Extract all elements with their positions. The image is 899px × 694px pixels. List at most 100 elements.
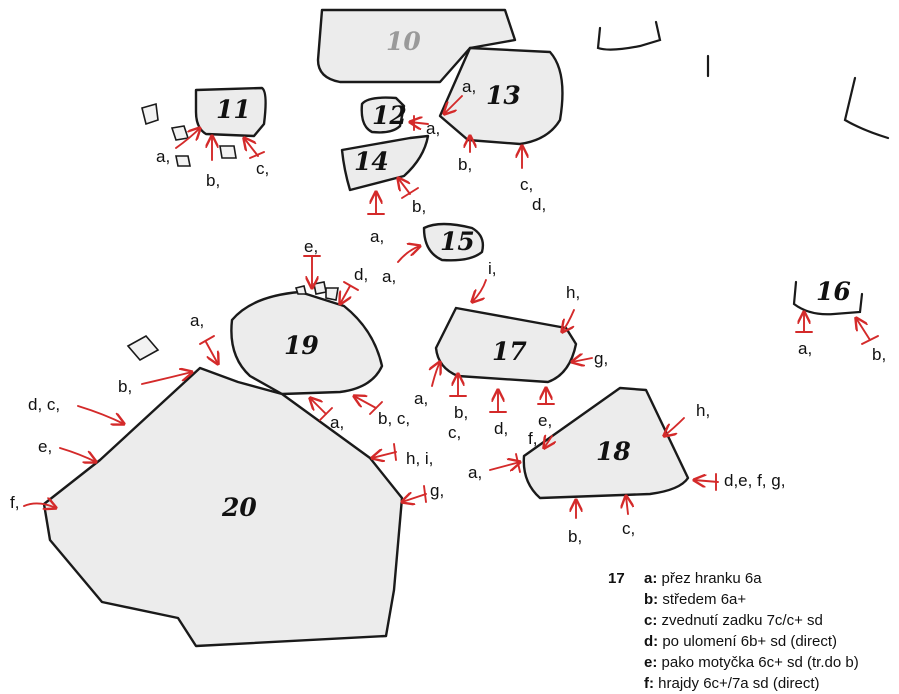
route-label: a, bbox=[190, 311, 204, 330]
route-arrow bbox=[515, 453, 521, 473]
route-label: f, bbox=[528, 429, 537, 448]
small-rock bbox=[219, 145, 237, 159]
route-label: i, bbox=[488, 259, 497, 278]
route-label: b, bbox=[206, 171, 220, 190]
route-label: c, bbox=[448, 423, 461, 442]
route-arrow bbox=[572, 358, 593, 362]
route-arrow bbox=[489, 462, 520, 470]
legend-key: c: bbox=[644, 612, 658, 629]
small-rock bbox=[313, 281, 327, 295]
route-label: h, i, bbox=[406, 449, 433, 468]
route-label: e, bbox=[538, 411, 552, 430]
route-arrow bbox=[249, 151, 265, 159]
route-label: g, bbox=[430, 481, 444, 500]
legend-text: hrajdy 6c+/7a sd (direct) bbox=[654, 675, 820, 692]
route-label: b, bbox=[454, 403, 468, 422]
boulder-16-shape bbox=[792, 280, 864, 316]
legend-text: pako motyčka 6c+ sd (tr.do b) bbox=[657, 654, 859, 671]
boulders bbox=[42, 46, 864, 648]
legend-key: a: bbox=[644, 570, 658, 587]
route-arrow bbox=[369, 401, 383, 415]
route-arrow bbox=[664, 417, 685, 436]
route-label: e, bbox=[304, 237, 318, 256]
legend-row: 17 a: přez hranku 6a bbox=[608, 568, 898, 589]
route-arrow bbox=[199, 335, 215, 345]
route-arrows bbox=[23, 95, 879, 519]
route-arrow bbox=[562, 309, 575, 332]
route-label: a, bbox=[330, 413, 344, 432]
route-label: b, bbox=[568, 527, 582, 546]
legend-text: přez hranku 6a bbox=[657, 570, 762, 587]
route-label: e, bbox=[38, 437, 52, 456]
boulder-12-shape bbox=[360, 96, 406, 134]
boulder-numbers: 10 11 12 13 14 15 16 17 18 19 20 bbox=[216, 27, 851, 522]
boulder-number-10: 10 bbox=[386, 27, 421, 56]
boulder-number-15: 15 bbox=[440, 227, 475, 256]
route-label: d, bbox=[354, 265, 368, 284]
route-arrow bbox=[244, 138, 259, 157]
route-arrow bbox=[319, 407, 333, 421]
legend-row: f: hrajdy 6c+/7a sd (direct) bbox=[608, 673, 898, 692]
legend-key: e: bbox=[644, 654, 658, 671]
route-label: b, bbox=[458, 155, 472, 174]
route-arrow bbox=[141, 372, 192, 385]
boulder-number-18: 18 bbox=[596, 437, 631, 466]
small-rock bbox=[141, 102, 159, 126]
route-label: h, bbox=[566, 283, 580, 302]
legend-row: d: po ulomení 6b+ sd (direct) bbox=[608, 631, 898, 652]
route-label: b, c, bbox=[378, 409, 410, 428]
route-arrow bbox=[343, 281, 359, 291]
route-label: f, bbox=[10, 493, 19, 512]
route-arrow bbox=[544, 436, 552, 448]
legend-row: c: zvednutí zadku 7c/c+ sd bbox=[608, 610, 898, 631]
boulder-10-shape bbox=[316, 8, 517, 84]
background-rocks bbox=[126, 8, 890, 362]
boulder-number-20: 20 bbox=[221, 493, 257, 522]
route-arrow bbox=[472, 279, 487, 302]
route-label: b, bbox=[118, 377, 132, 396]
route-arrow bbox=[397, 246, 420, 263]
route-arrow bbox=[393, 443, 397, 461]
legend-key: f: bbox=[644, 675, 654, 692]
boulder-15-shape bbox=[422, 222, 485, 262]
route-arrow bbox=[423, 485, 427, 503]
route-arrow bbox=[861, 335, 879, 345]
legend-text: po ulomení 6b+ sd (direct) bbox=[658, 633, 838, 650]
legend-row: b: středem 6a+ bbox=[608, 589, 898, 610]
route-label: d, bbox=[494, 419, 508, 438]
route-arrow bbox=[205, 341, 218, 364]
route-arrow bbox=[23, 503, 56, 508]
route-arrow bbox=[410, 122, 429, 124]
route-label: a, bbox=[462, 77, 476, 96]
route-label: c, bbox=[622, 519, 635, 538]
route-label: b, bbox=[872, 345, 886, 364]
route-label: a, bbox=[370, 227, 384, 246]
route-label: a, bbox=[382, 267, 396, 286]
legend-text: středem 6a+ bbox=[658, 591, 747, 608]
route-label: c, bbox=[520, 175, 533, 194]
route-label: d, c, bbox=[28, 395, 60, 414]
small-rock bbox=[126, 334, 160, 362]
route-legend: 17 a: přez hranku 6a b: středem 6a+ c: z… bbox=[608, 568, 898, 692]
route-arrow bbox=[340, 285, 350, 304]
route-arrow bbox=[432, 362, 440, 387]
boulder-number-13: 13 bbox=[486, 81, 521, 110]
rock-outline bbox=[596, 20, 662, 51]
route-arrow bbox=[856, 318, 871, 341]
boulder-number-11: 11 bbox=[216, 95, 251, 124]
boulder-17-shape bbox=[434, 306, 578, 384]
boulder-number-12: 12 bbox=[372, 101, 407, 130]
route-arrow bbox=[59, 447, 96, 462]
route-label: a, bbox=[468, 463, 482, 482]
legend-key: b: bbox=[644, 591, 659, 608]
route-label: a, bbox=[798, 339, 812, 358]
route-label: a, bbox=[426, 119, 440, 138]
boulder-number-14: 14 bbox=[354, 147, 389, 176]
boulder-19-shape bbox=[230, 290, 384, 396]
boulder-number-17: 17 bbox=[492, 337, 527, 366]
route-label: a, bbox=[156, 147, 170, 166]
route-label: g, bbox=[594, 349, 608, 368]
route-arrow bbox=[77, 405, 124, 424]
rock-outline bbox=[843, 76, 890, 140]
